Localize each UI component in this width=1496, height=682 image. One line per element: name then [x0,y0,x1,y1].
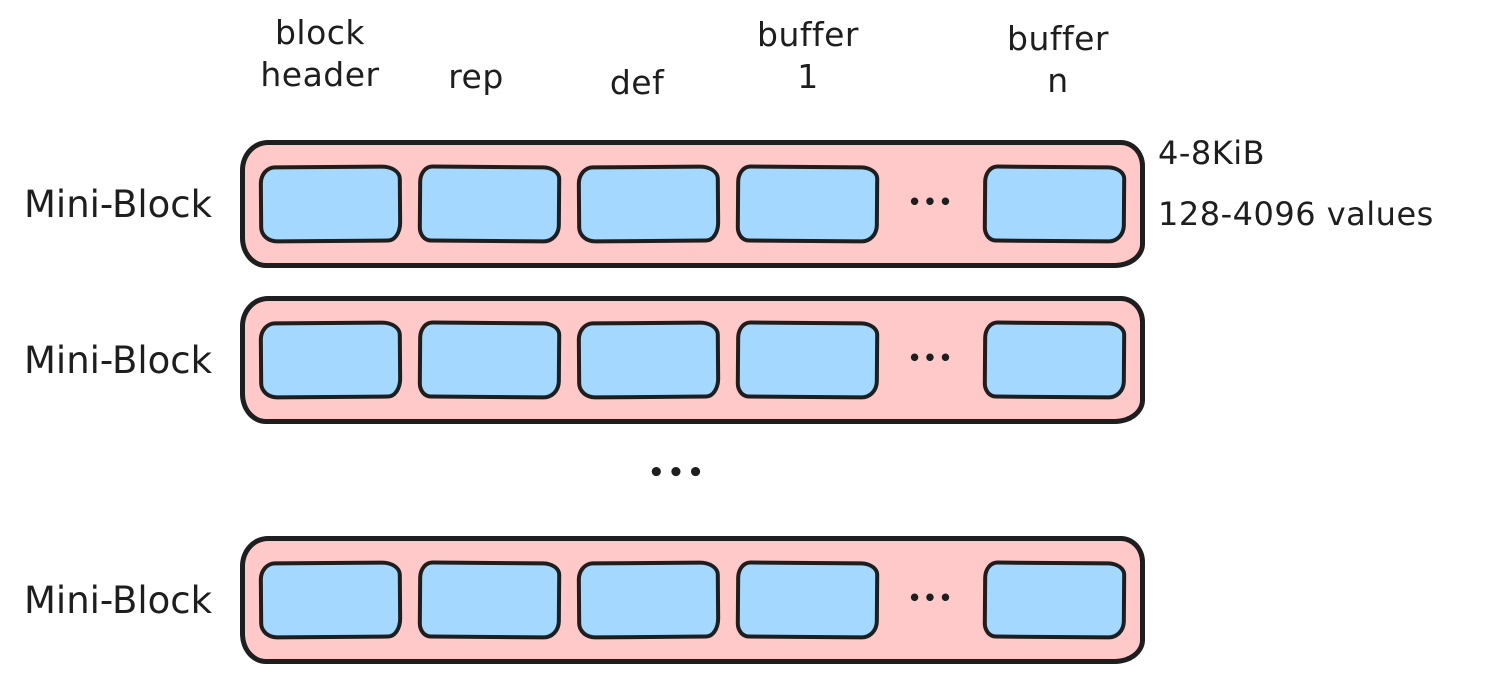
buffer-cell-block-header [258,320,403,400]
values-annotation: 128-4096 values [1158,195,1434,233]
buffer-cell-rep [417,164,562,244]
buffer-cell-def [576,164,721,244]
buffer-cell-buffer-n [982,320,1127,400]
inline-ellipsis: ••• [907,586,955,610]
size-annotation: 4-8KiB [1158,134,1266,172]
buffer-cell-buffer-1 [735,320,880,400]
mini-block-label: Mini-Block [24,338,213,382]
buffer-cell-rep [417,320,562,400]
buffer-cell-buffer-n [982,164,1127,244]
vertical-ellipsis: ••• [648,458,707,488]
column-label-def: def [609,63,665,102]
buffer-cell-def [576,320,721,400]
mini-block-label: Mini-Block [24,578,213,622]
column-label-buffer-n: buffer n [1007,19,1109,101]
mini-block-row: Mini-Block ••• [0,296,1145,424]
column-label-buffer-1: buffer 1 [757,15,859,97]
mini-block-label: Mini-Block [24,182,213,226]
mini-block-container: ••• [240,296,1145,424]
mini-block-row: Mini-Block ••• [0,140,1145,268]
mini-block-container: ••• [240,536,1145,664]
buffer-cell-buffer-1 [735,560,880,640]
inline-ellipsis: ••• [907,346,955,370]
buffer-cell-rep [417,560,562,640]
mini-block-container: ••• [240,140,1145,268]
buffer-cell-buffer-n [982,560,1127,640]
buffer-cell-block-header [258,164,403,244]
column-label-block-header: block header [260,13,380,95]
buffer-cell-block-header [258,560,403,640]
buffer-cell-buffer-1 [735,164,880,244]
mini-block-row: Mini-Block ••• [0,536,1145,664]
inline-ellipsis: ••• [907,190,955,214]
column-label-rep: rep [448,57,504,96]
buffer-cell-def [576,560,721,640]
